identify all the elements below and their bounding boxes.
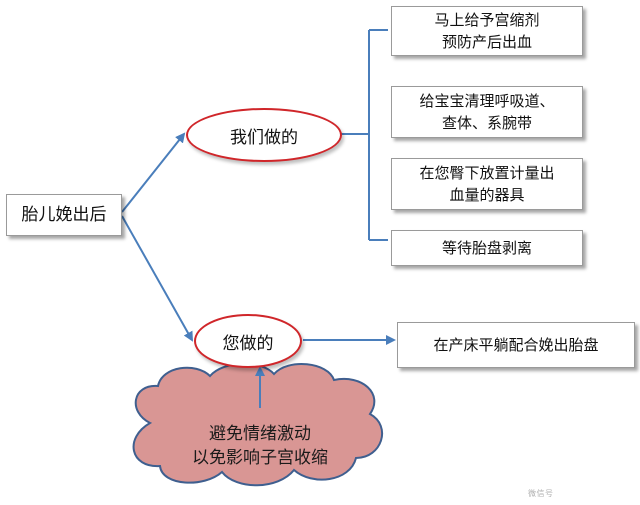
action-box-line: 查体、系腕带	[441, 114, 532, 132]
action-box-line: 给宝宝清理呼吸道、	[419, 92, 555, 110]
branch-we: 我们做的	[186, 108, 342, 162]
action-box-line: 等待胎盘剥离	[441, 239, 532, 257]
branch-we-label: 我们做的	[230, 127, 298, 148]
cloud-note: 避免情绪激动 以免影响子宫收缩	[140, 422, 380, 470]
cloud-note-line: 避免情绪激动	[209, 424, 311, 444]
action-box-deliver-placenta: 在产床平躺配合娩出胎盘	[397, 322, 635, 368]
arrow-root-to-we	[121, 132, 186, 213]
action-box-uterotonic: 马上给予宫缩剂 预防产后出血	[391, 6, 583, 56]
action-box-line: 马上给予宫缩剂	[434, 11, 540, 29]
action-box-line: 在您臀下放置计量出	[419, 164, 555, 182]
root-node-label: 胎儿娩出后	[21, 205, 107, 225]
action-box-line: 在产床平躺配合娩出胎盘	[433, 336, 599, 354]
action-box-line: 血量的器具	[449, 186, 525, 204]
branch-you-label: 您做的	[222, 333, 274, 354]
cloud-note-line: 以免影响子宫收缩	[192, 448, 328, 468]
arrow-root-to-you	[121, 215, 193, 342]
root-node: 胎儿娩出后	[6, 194, 122, 236]
watermark-text: 微信号	[528, 489, 554, 498]
action-box-blood-measure: 在您臀下放置计量出 血量的器具	[391, 158, 583, 210]
cloud-shape	[132, 362, 384, 487]
action-box-baby-care: 给宝宝清理呼吸道、 查体、系腕带	[391, 86, 583, 138]
branch-you: 您做的	[194, 314, 302, 368]
action-box-placenta-wait: 等待胎盘剥离	[391, 230, 583, 266]
action-box-line: 预防产后出血	[441, 33, 532, 51]
bracket-we-actions	[341, 29, 388, 241]
